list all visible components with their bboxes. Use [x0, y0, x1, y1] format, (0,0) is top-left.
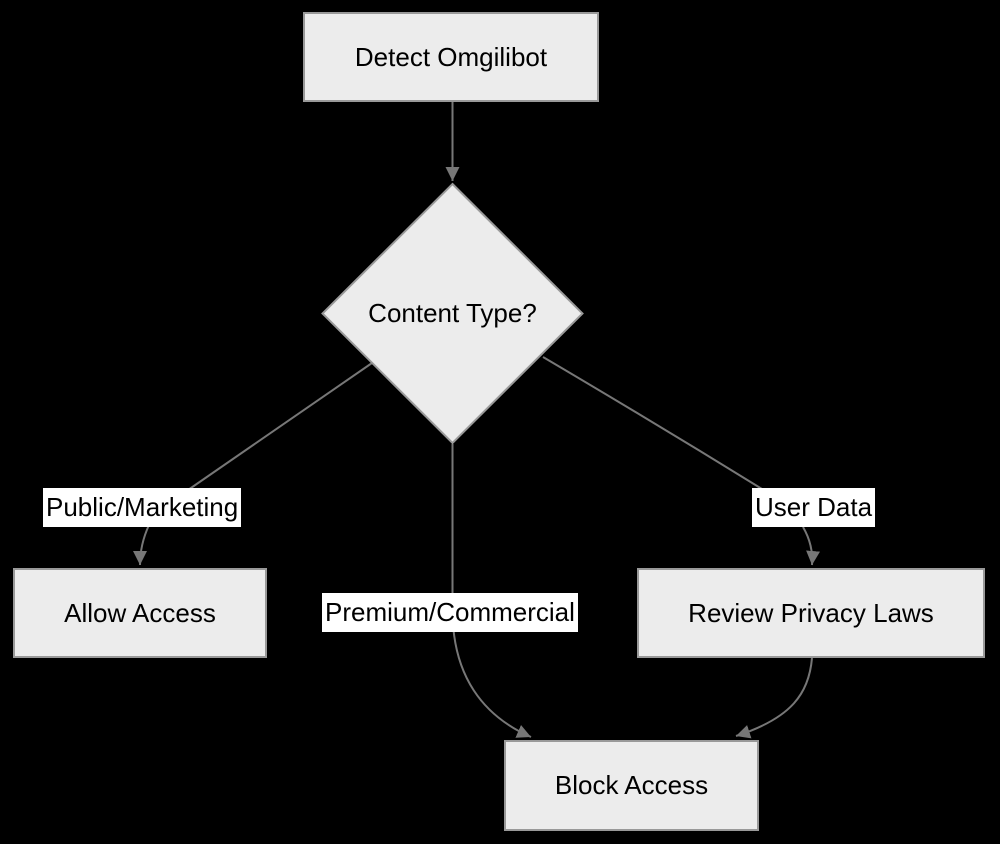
- edge-decision-to-block: [451, 444, 532, 738]
- arrow-review-to-block: [735, 657, 813, 739]
- node-block-access: Block Access: [504, 740, 759, 831]
- arrow-userdata-to-review: [802, 526, 821, 566]
- arrow-public-to-allow: [133, 524, 150, 566]
- node-label: Review Privacy Laws: [688, 597, 934, 628]
- decision-diamond-shape: [321, 182, 584, 445]
- node-label: Block Access: [554, 770, 709, 800]
- node-label: Detect Omgilibot: [354, 41, 548, 72]
- node-allow-access: Allow Access: [13, 568, 267, 658]
- edge-label-premium-commercial: Premium/Commercial: [322, 593, 578, 632]
- edge-decision-to-public-label: [187, 362, 373, 491]
- node-review-privacy-laws: Review Privacy Laws: [637, 568, 985, 658]
- node-label: Content Type?: [368, 297, 537, 328]
- node-detect-omgilibot: Detect Omgilibot: [303, 12, 599, 102]
- node-content-type-decision: Content Type?: [332, 293, 573, 333]
- edge-label-user-data: User Data: [752, 488, 876, 527]
- edge-decision-to-userdata-label: [542, 356, 763, 490]
- edge-label-public-marketing: Public/Marketing: [43, 488, 242, 527]
- node-label: Allow Access: [64, 597, 216, 628]
